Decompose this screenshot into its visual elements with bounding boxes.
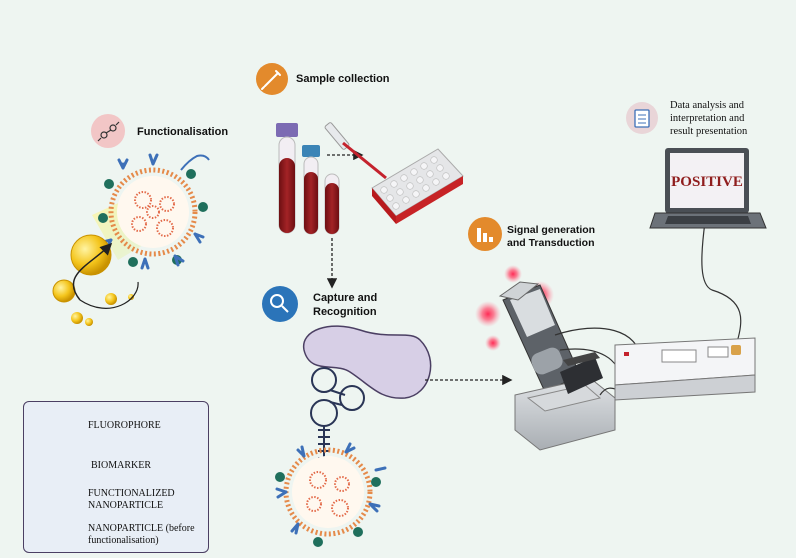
legend-nanoparticle-line2: functionalisation) — [88, 535, 159, 546]
capture-label-line1: Capture and — [313, 292, 378, 304]
aptamer — [310, 367, 365, 470]
functionalized-nanoparticle-bottom — [275, 442, 387, 547]
legend-biomarker-label: BIOMARKER — [91, 460, 152, 471]
well-plate — [371, 148, 464, 224]
capture-badge — [262, 286, 298, 322]
legend-fluorophore-label: FLUOROPHORE — [88, 420, 161, 431]
document-icon — [634, 109, 650, 128]
signal-label-line1: Signal generation — [507, 224, 596, 236]
benchtop-device — [514, 352, 616, 451]
data-analysis-label: Data analysis and interpretation and res… — [670, 99, 747, 138]
blood-tubes — [276, 123, 340, 235]
capture-label-line2: Recognition — [313, 305, 377, 318]
legend-functionalized-line1: FUNCTIONALIZED — [88, 488, 175, 499]
pipette — [324, 122, 387, 180]
sample-collection-label: Sample collection — [296, 73, 390, 85]
capture-label: Capture and Recognition — [313, 292, 377, 320]
legend-box — [23, 401, 209, 553]
handheld-reader — [498, 281, 581, 393]
data-label-line1: Data analysis and — [670, 100, 745, 111]
signal-label: Signal generation and Transduction — [507, 224, 595, 250]
functionalisation-badge — [91, 114, 125, 148]
data-label-line3: result presentation — [670, 126, 748, 138]
functionalisation-label: Functionalisation — [137, 126, 229, 138]
functionalisation-arrow — [72, 242, 113, 301]
positive-text: POSITIVE — [671, 174, 743, 190]
legend-functionalized-line2: NANOPARTICLE — [88, 500, 164, 511]
data-label-line2: interpretation and — [670, 113, 745, 125]
laptop — [649, 148, 767, 229]
sample-collection-badge — [256, 63, 288, 95]
signal-label-line2: and Transduction — [507, 237, 595, 250]
legend-functionalized-label: FUNCTIONALIZED NANOPARTICLE — [88, 488, 175, 512]
signal-badge — [468, 217, 502, 251]
flask-icon — [97, 121, 120, 142]
bar-chart-icon — [477, 228, 493, 242]
legend-nanoparticle-line1: NANOPARTICLE (before — [88, 523, 195, 534]
data-analysis-badge — [626, 102, 658, 134]
analyzer-unit — [614, 337, 756, 401]
biomarker-shape — [303, 325, 432, 399]
legend-nanoparticle-label: NANOPARTICLE (before functionalisation) — [88, 523, 195, 547]
magnifier-icon — [270, 294, 289, 313]
syringe-icon — [261, 70, 281, 90]
functionalized-nanoparticle-top — [98, 153, 210, 270]
